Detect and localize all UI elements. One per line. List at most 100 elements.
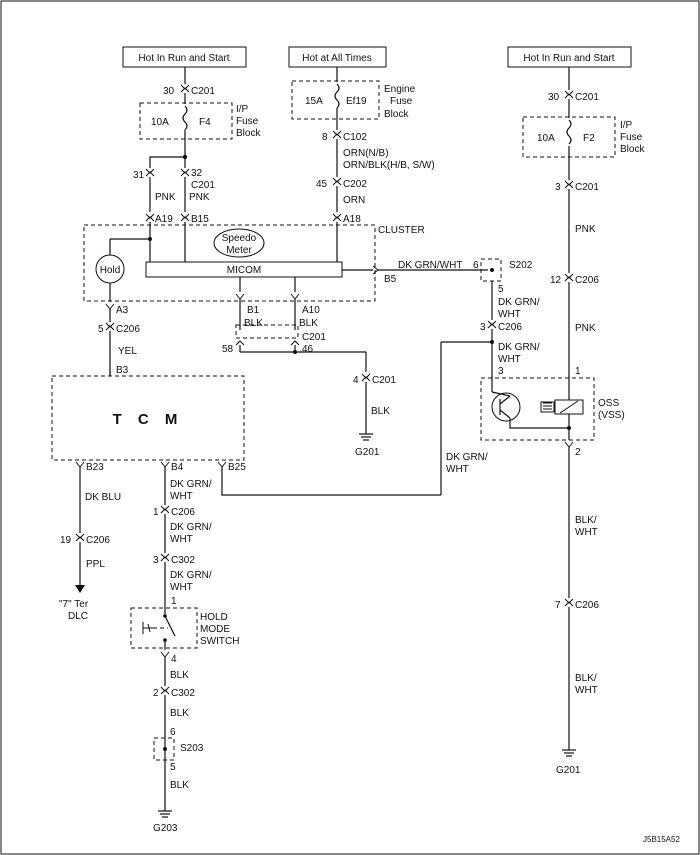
wire-b4-dkgrn-2: DK GRN/: [170, 522, 212, 533]
pin-45: 45: [316, 179, 328, 190]
wire-blk-sw-2: BLK: [170, 708, 189, 719]
wire-dk-grn-wht-s202: DK GRN/WHT: [398, 260, 462, 271]
pin-58: 58: [222, 344, 234, 355]
oss-pin-2: 2: [575, 447, 581, 458]
conn-c201-right-a: C201: [575, 92, 599, 103]
oss-transistor-icon: [491, 378, 569, 429]
pin-8: 8: [322, 132, 328, 143]
fuse-ef19-block-1: Engine: [384, 84, 416, 95]
micom-label: MICOM: [227, 265, 261, 276]
wire-blkwht-2a: BLK/: [575, 673, 597, 684]
wire-blk-sw-3: BLK: [170, 780, 189, 791]
wire-b25-dkgrn: DK GRN/: [446, 452, 488, 463]
conn-c206-b4: C206: [171, 507, 195, 518]
pin-b23: B23: [86, 462, 104, 473]
wire-s202-wht-b: WHT: [498, 354, 521, 365]
power-mid-label: Hot at All Times: [302, 53, 371, 64]
fuse-f4-block-1: I/P: [236, 104, 249, 115]
wire-s202-wht-a: WHT: [498, 309, 521, 320]
pin-30-right: 30: [548, 92, 560, 103]
oss-pin-1: 1: [575, 366, 581, 377]
hold-lamp-label: Hold: [100, 265, 121, 276]
pin-31: 31: [133, 170, 145, 181]
fuse-f2-icon: [566, 119, 572, 145]
pin-12: 12: [550, 275, 562, 286]
tcm-box: [51, 375, 245, 461]
switch-pin-4: 4: [171, 654, 177, 665]
wire-pnk-1: PNK: [155, 192, 176, 203]
cluster-label: CLUSTER: [378, 225, 425, 236]
hold-mode-switch-box: [130, 607, 198, 649]
wire-blkwht-1a: BLK/: [575, 515, 597, 526]
fuse-f4-block-3: Block: [236, 128, 261, 139]
wire-ppl: PPL: [86, 559, 105, 570]
pin-a19: A19: [155, 214, 173, 225]
pin-3-c206-s202: 3: [480, 322, 486, 333]
conn-c201-left-b: C201: [191, 180, 215, 191]
fuse-f2-amp: 10A: [537, 133, 555, 144]
wire-pnk-right-1: PNK: [575, 224, 596, 235]
speedo-label-1: Speedo: [222, 233, 257, 244]
wire-pnk-2: PNK: [189, 192, 210, 203]
fuse-f4-name: F4: [199, 117, 211, 128]
power-right-label: Hot In Run and Start: [523, 53, 614, 64]
wire-s202-dkgrn-a: DK GRN/: [498, 297, 540, 308]
wire-orn-blk: ORN/BLK(H/B, S/W): [343, 160, 435, 171]
wire-blk-sw-1: BLK: [170, 670, 189, 681]
oss-sensor-box: [480, 377, 595, 441]
wire-orn-nb: ORN(N/B): [343, 148, 389, 159]
conn-c202: C202: [343, 179, 367, 190]
pin-a18: A18: [343, 214, 361, 225]
fuse-f2-block-1: I/P: [620, 120, 633, 131]
pin-b5: B5: [384, 274, 397, 285]
s202-pin-5: 5: [498, 284, 504, 295]
switch-label-3: SWITCH: [200, 636, 239, 647]
s202-pin-6: 6: [473, 260, 479, 271]
pin-3-c201-right: 3: [555, 182, 561, 193]
wire-blkwht-1b: WHT: [575, 527, 598, 538]
fuse-ef19-block-3: Block: [384, 109, 409, 120]
ground-g201-left: G201: [355, 447, 380, 458]
conn-c302-a: C302: [171, 555, 195, 566]
dlc-label-1: "7" Ter: [59, 599, 89, 610]
wire-b4-wht-1: WHT: [170, 491, 193, 502]
wire-blk-g201: BLK: [371, 406, 390, 417]
oss-label-1: OSS: [598, 398, 619, 409]
wire-orn: ORN: [343, 195, 365, 206]
conn-c102: C102: [343, 132, 367, 143]
pin-7: 7: [555, 600, 561, 611]
pin-46: 46: [302, 344, 314, 355]
wire-yel: YEL: [118, 346, 137, 357]
fuse-f2-block-2: Fuse: [620, 132, 643, 143]
diagram-code: J5B15A52: [643, 835, 680, 844]
switch-pin-1: 1: [171, 596, 177, 607]
pin-b1: B1: [247, 305, 260, 316]
s202-box: [480, 258, 502, 282]
fuse-block-f4: [139, 102, 233, 140]
conn-c206-right-b: C206: [575, 600, 599, 611]
oss-coil-icon: [540, 378, 584, 440]
pin-4-c201: 4: [353, 375, 359, 386]
pin-5-c206: 5: [98, 324, 104, 335]
pin-a10: A10: [302, 305, 320, 316]
dlc-label-2: DLC: [68, 611, 88, 622]
conn-c206-s202: C206: [498, 322, 522, 333]
fuse-ef19-icon: [334, 83, 340, 109]
wire-blkwht-2b: WHT: [575, 685, 598, 696]
s203-pin-5: 5: [170, 762, 176, 773]
ground-g203: G203: [153, 823, 178, 834]
wire-b4-wht-3: WHT: [170, 582, 193, 593]
conn-c201-left-a: C201: [191, 86, 215, 97]
speedo-meter-icon: [213, 228, 265, 258]
wire-blk-b1: BLK: [244, 318, 263, 329]
pin-b15: B15: [191, 214, 209, 225]
s202-label: S202: [509, 260, 533, 271]
s203-label: S203: [180, 743, 204, 754]
pin-b4: B4: [171, 462, 184, 473]
fuse-ef19-amp: 15A: [305, 96, 323, 107]
fuse-ef19-name: Ef19: [346, 96, 367, 107]
hold-mode-switch-icon: [142, 606, 176, 650]
fuse-block-ef19: [291, 80, 380, 120]
